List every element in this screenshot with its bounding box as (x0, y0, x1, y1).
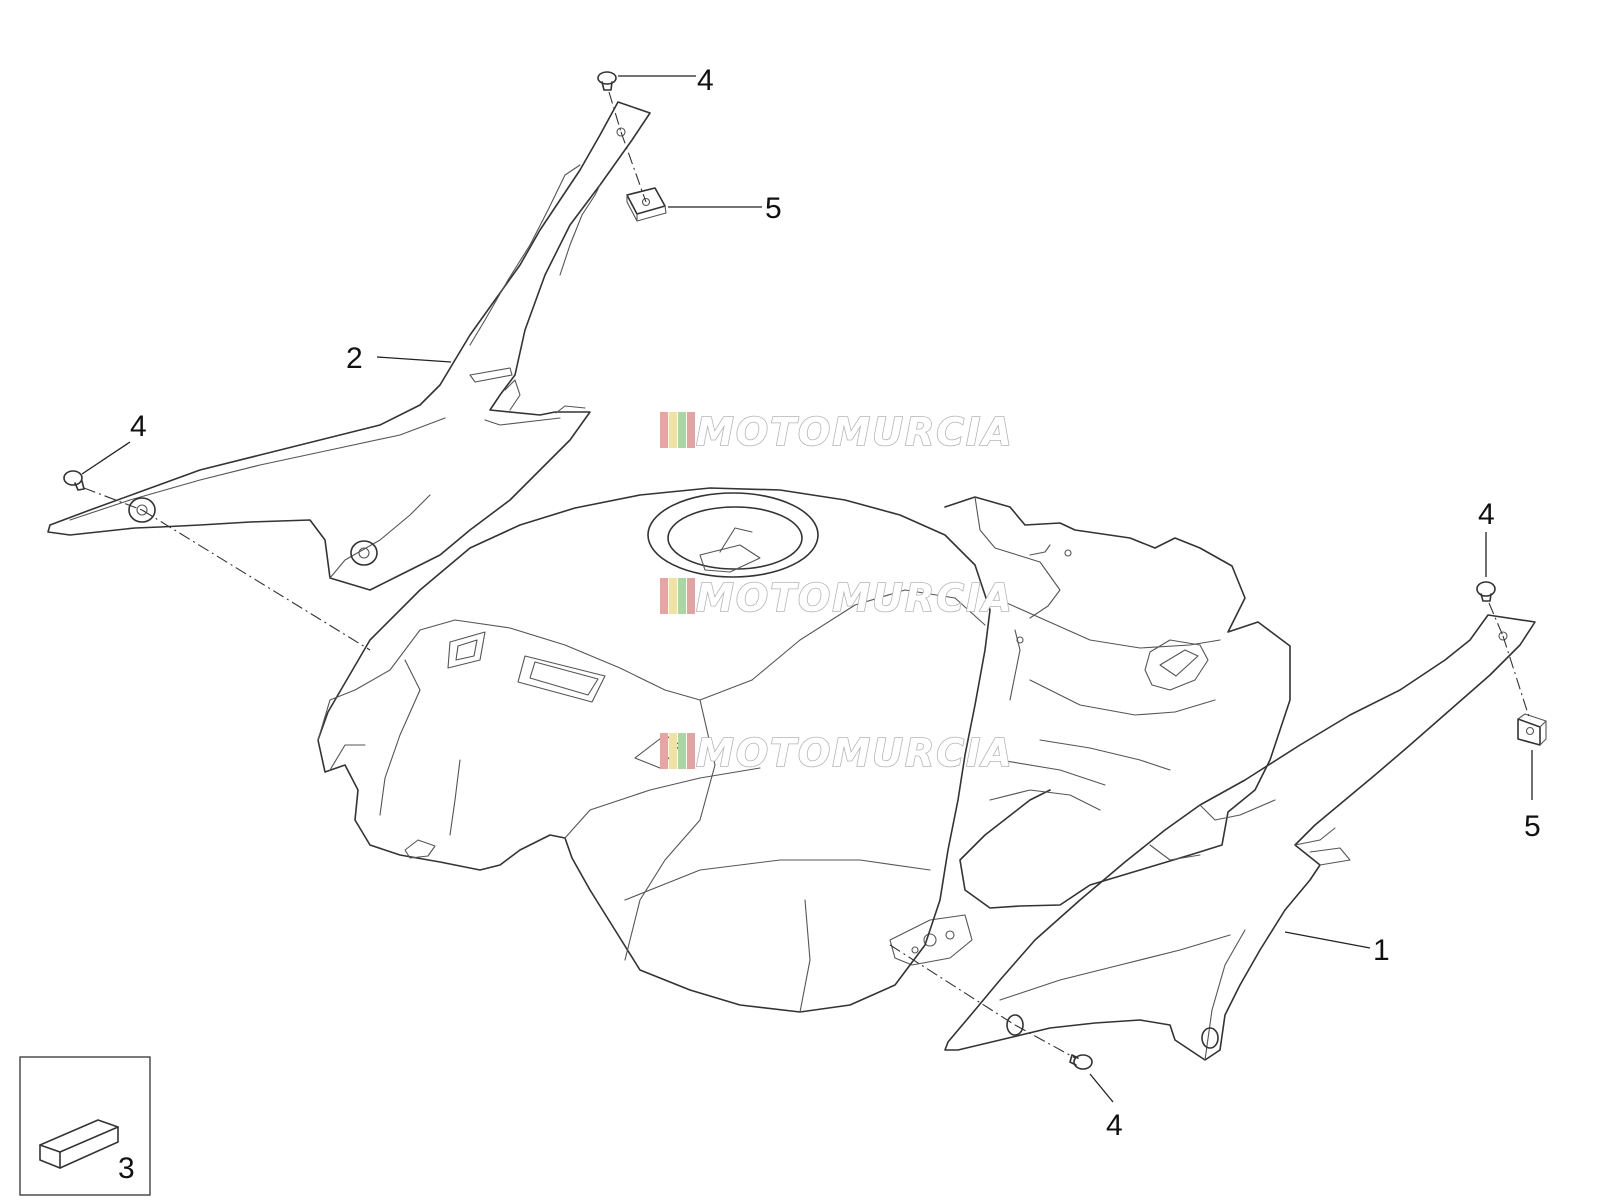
watermark-stripe (669, 733, 677, 769)
watermark-text: MOTOMURCIA (696, 731, 1014, 775)
screw-top (597, 71, 617, 91)
assembly-lines (83, 91, 1531, 1059)
screw-bottom (1069, 1054, 1093, 1070)
callout-bottom-fastener: 4 (1106, 1109, 1123, 1142)
callout-left-fastener: 4 (130, 410, 147, 443)
watermark-stripe (678, 733, 686, 769)
callout-right-top-fastener: 4 (1478, 498, 1495, 531)
screw-right-top (1476, 581, 1496, 602)
watermark-stripe (678, 578, 686, 614)
screw-left (63, 470, 85, 491)
watermark-stripe (669, 412, 677, 448)
watermark-3: MOTOMURCIA (660, 730, 1014, 776)
watermark-stripe (669, 578, 677, 614)
watermark-text: MOTOMURCIA (696, 576, 1014, 620)
callout-top-fastener: 4 (697, 64, 714, 97)
clip-top (626, 187, 667, 222)
callout-left-cover: 2 (346, 342, 363, 375)
callout-kit: 3 (118, 1152, 135, 1185)
watermark-2: MOTOMURCIA (660, 575, 1014, 621)
watermark-stripe (687, 578, 695, 614)
clip-right (1517, 713, 1547, 746)
callout-top-clip: 5 (765, 192, 782, 225)
watermark-1: MOTOMURCIA (660, 409, 1014, 455)
watermark-stripe (660, 733, 668, 769)
callout-right-cover: 1 (1373, 934, 1390, 967)
watermark-stripe (660, 412, 668, 448)
callout-right-clip: 5 (1524, 810, 1541, 843)
watermark-stripe (678, 412, 686, 448)
watermark-stripe (687, 412, 695, 448)
watermark-stripe (660, 578, 668, 614)
leader-lines (81, 75, 1533, 1103)
left-side-cover (47, 101, 651, 591)
right-side-cover (944, 614, 1536, 1061)
watermark-stripe (687, 733, 695, 769)
kit-box (19, 1056, 151, 1196)
watermark-text: MOTOMURCIA (696, 410, 1014, 454)
